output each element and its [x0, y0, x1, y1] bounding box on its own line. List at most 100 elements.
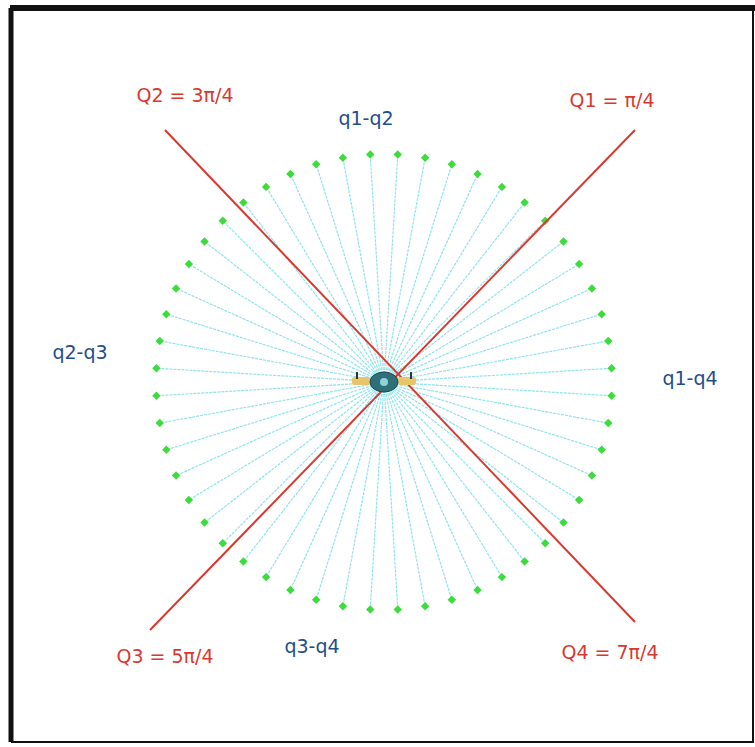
goal-dot	[394, 150, 402, 158]
goal-dot	[339, 153, 347, 161]
goal-dot	[339, 602, 347, 610]
goal-dot	[366, 605, 374, 613]
ray	[384, 341, 608, 382]
ray	[223, 382, 384, 543]
goal-dot	[473, 170, 481, 178]
goal-dot	[155, 337, 163, 345]
goal-dot	[559, 237, 567, 245]
region-label: q2-q3	[49, 341, 110, 364]
frame-top	[10, 5, 755, 11]
goal-dot	[286, 170, 294, 178]
region-label: q3-q4	[281, 635, 342, 658]
ray	[384, 382, 502, 577]
ray	[370, 382, 384, 610]
ray	[384, 382, 579, 500]
goal-dot	[155, 419, 163, 427]
robot-body	[370, 372, 398, 392]
goal-dot	[312, 160, 320, 168]
goal-dot	[588, 471, 596, 479]
ray	[384, 382, 525, 561]
robot-arm	[352, 377, 370, 385]
ray	[205, 382, 384, 523]
goal-dot	[421, 602, 429, 610]
ray	[384, 164, 452, 382]
goal-dot	[520, 557, 528, 565]
goal-dot	[162, 310, 170, 318]
ray	[290, 174, 384, 382]
goal-dot	[152, 364, 160, 372]
robot-antenna	[356, 372, 358, 379]
ray	[176, 288, 384, 382]
goal-dot	[541, 539, 549, 547]
goal-dot	[185, 260, 193, 268]
ray	[384, 221, 545, 382]
ray	[343, 158, 384, 382]
robot-icon	[352, 372, 416, 392]
ray	[384, 382, 478, 590]
frame-left	[9, 8, 14, 742]
angle-label: Q3 = 5π/4	[113, 645, 216, 668]
ray	[223, 221, 384, 382]
ray	[316, 382, 384, 600]
goal-dot	[239, 198, 247, 206]
ray	[384, 154, 398, 382]
ray	[176, 382, 384, 476]
robot-sensor	[380, 378, 388, 386]
ray	[189, 264, 384, 382]
dot-group	[152, 150, 616, 614]
frame	[12, 10, 753, 742]
goal-dot	[366, 150, 374, 158]
region-label: q1-q2	[335, 107, 396, 130]
goal-dot	[219, 217, 227, 225]
ray	[156, 368, 384, 382]
goal-dot	[597, 310, 605, 318]
ray	[160, 382, 384, 423]
goal-dot	[172, 284, 180, 292]
goal-dot	[607, 392, 615, 400]
goal-dot	[421, 153, 429, 161]
goal-dot	[597, 446, 605, 454]
ray	[156, 382, 384, 396]
goal-dot	[162, 446, 170, 454]
goal-dot	[473, 586, 481, 594]
goal-dot	[200, 237, 208, 245]
goal-dot	[262, 183, 270, 191]
ray	[266, 187, 384, 382]
ray	[266, 382, 384, 577]
goal-dot	[575, 260, 583, 268]
goal-dot	[604, 337, 612, 345]
goal-dot	[498, 573, 506, 581]
goal-dot	[575, 496, 583, 504]
robot-antenna	[410, 372, 412, 379]
boundary-line	[150, 130, 635, 630]
angle-label: Q4 = 7π/4	[558, 641, 661, 664]
ray-group	[156, 154, 611, 609]
goal-dot	[498, 183, 506, 191]
goal-dot	[520, 198, 528, 206]
ray	[384, 382, 545, 543]
goal-dot	[448, 160, 456, 168]
goal-dot	[559, 518, 567, 526]
ray	[384, 382, 425, 606]
region-label: q1-q4	[659, 367, 720, 390]
goal-dot	[185, 496, 193, 504]
ray	[205, 241, 384, 382]
ray	[384, 203, 525, 382]
goal-dot	[219, 539, 227, 547]
goal-dot	[239, 557, 247, 565]
ray	[384, 382, 592, 476]
ray	[243, 203, 384, 382]
goal-dot	[394, 605, 402, 613]
goal-dot	[588, 284, 596, 292]
ray	[384, 368, 612, 382]
goal-dot	[286, 586, 294, 594]
goal-dot	[152, 392, 160, 400]
goal-dot	[312, 595, 320, 603]
goal-dot	[448, 595, 456, 603]
goal-dot	[262, 573, 270, 581]
ray	[243, 382, 384, 561]
angle-label: Q1 = π/4	[567, 89, 658, 112]
angle-label: Q2 = 3π/4	[133, 84, 236, 107]
ray	[384, 382, 398, 610]
